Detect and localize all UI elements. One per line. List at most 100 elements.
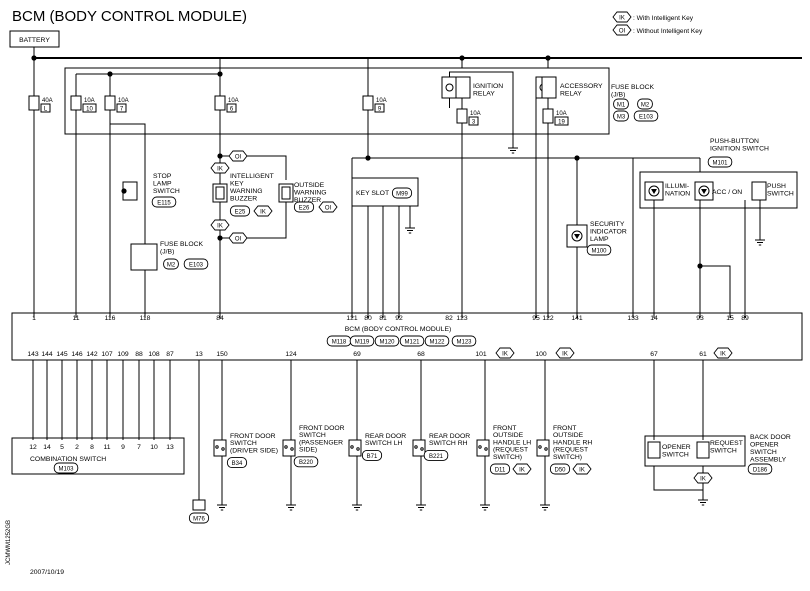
fuse-9-amp: 10A [376, 98, 387, 104]
ignition-relay-top [449, 71, 462, 77]
security-label: SECURITY [590, 221, 625, 228]
bcm-top-pin-118: 118 [140, 315, 151, 322]
door-switch-1 [282, 439, 296, 457]
fuse-7 [104, 95, 116, 111]
door-switch-1-pt2 [290, 447, 294, 451]
door-conn-0 [226, 457, 248, 469]
push-button-box [639, 171, 798, 209]
fuse-block-mid-conn-m2-text: M2 [167, 262, 176, 268]
bcm-bottom-pin-107: 107 [101, 351, 113, 358]
legend-ik-text: : With Intelligent Key [633, 15, 694, 22]
door-switch-3-pt2 [420, 447, 424, 451]
ground-terminal [192, 499, 206, 511]
fuse-9-num: 9 [378, 106, 382, 112]
stop-lamp-label: SWITCH [153, 188, 180, 195]
oi-tag-top-text: OI [235, 154, 242, 160]
ik-buzzer-conn [229, 205, 251, 217]
bcm-conn-m123 [451, 335, 477, 347]
door-switch-3-pt [414, 445, 418, 449]
illumination-label: ILLUMI- [665, 183, 689, 190]
fuse-6 [214, 95, 226, 111]
fuse-block-conn-m2-text: M2 [641, 102, 650, 108]
ignition-relay-switch [455, 76, 471, 99]
door-switch-2-pt2 [356, 447, 360, 451]
bcm-bottom-pin-101: 101 [475, 351, 487, 358]
battery-box [9, 30, 60, 48]
door-switch-3 [412, 439, 426, 457]
fuse-40a-amp: 40A [42, 98, 53, 104]
fuse-6-num: 6 [230, 106, 234, 112]
stop-lamp-label: STOP [153, 173, 172, 180]
opener-switch-label: SWITCH [662, 452, 689, 459]
fuse-block-conn-m1 [613, 98, 629, 110]
back-door-conn-text: D186 [753, 467, 768, 473]
oi-branch-bottom [220, 202, 287, 239]
ik-tag-bottom-text: IK [217, 223, 223, 229]
bcm-bottom-pin-108: 108 [148, 351, 160, 358]
security-conn [586, 244, 612, 256]
bcm-bottom-pin-69: 69 [353, 351, 361, 358]
door-switch-label-4: (REQUEST [493, 447, 528, 454]
illumination-label: NATION [665, 191, 690, 198]
opener-switch-box [647, 441, 661, 459]
door-switch-2-pt [350, 445, 354, 449]
back-door-label: OPENER [750, 442, 779, 449]
bcm-top-pin-14: 14 [650, 315, 658, 322]
ik-tag-top [210, 162, 230, 174]
bcm-bottom-pin-142: 142 [86, 351, 98, 358]
bcm-top-pin-116: 116 [105, 315, 116, 322]
push-button-conn-text: M101 [712, 160, 728, 166]
fuse-19-amp: 10A [556, 111, 567, 117]
fuse-19-num-box [554, 116, 569, 126]
request-switch-box [696, 441, 710, 459]
fuse-3-num: 3 [472, 119, 476, 125]
outside-buzzer-inner [281, 186, 291, 200]
accessory-relay-label: ACCESSORY [560, 83, 603, 90]
combination-switch-label: COMBINATION SWITCH [30, 456, 106, 463]
fuse-block-mid-conn-e103 [183, 258, 209, 270]
bcm-top-pin-89: 89 [741, 315, 749, 322]
outside-buzzer-conn [293, 201, 315, 213]
door-tag-4-text: IK [519, 467, 525, 473]
fuse-3 [456, 108, 468, 124]
bcm-bottom-pin-146: 146 [71, 351, 83, 358]
ik-tag-bottom [210, 219, 230, 231]
door-switch-4-pt [478, 445, 482, 449]
door-conn-4-text: D11 [495, 467, 506, 473]
ik-buzzer-label: KEY [230, 181, 244, 188]
bcm-conn-m122-text: M122 [429, 339, 445, 345]
back-door-label: SWITCH [750, 449, 777, 456]
bcm-top-pin-121: 121 [346, 315, 358, 322]
bcm-top-pin-93: 93 [696, 315, 704, 322]
fuse-block-conn-m3-text: M3 [617, 114, 626, 120]
security-label: INDICATOR [590, 229, 627, 236]
labels: BCM (BODY CONTROL MODULE)IK: With Intell… [6, 8, 794, 576]
door-switch-label-5: FRONT [553, 425, 576, 432]
pin100-ik-tag-text: IK [562, 351, 568, 357]
bcm-bottom-pin-124: 124 [285, 351, 297, 358]
request-switch-label: REQUEST [710, 440, 743, 447]
door-switch-label-5: OUTSIDE [553, 432, 584, 439]
legend-ik-tag [612, 11, 632, 23]
stop-lamp-label: LAMP [153, 181, 172, 188]
components [9, 11, 803, 524]
ik-buzzer-conn-text: E25 [235, 209, 246, 215]
bcm-conn-m118-text: M118 [332, 339, 347, 345]
comb-pin-13: 13 [166, 444, 174, 451]
pin101-ik-tag-text: IK [502, 351, 508, 357]
door-switch-0 [213, 439, 227, 457]
relay-ground-wire [449, 71, 514, 148]
door-switch-label-4: HANDLE LH [493, 439, 531, 446]
security-label: LAMP [590, 236, 609, 243]
acc-on-label: ACC / ON [712, 189, 742, 196]
legend-ik-tag-text: IK [619, 15, 625, 21]
door-conn-0-text: B34 [232, 461, 243, 467]
fuse-3-amp: 10A [470, 111, 481, 117]
fuse-block-top-label: FUSE BLOCK [611, 84, 655, 91]
door-switch-label-3: SWITCH RH [429, 440, 468, 447]
oi-tag-top [228, 150, 248, 162]
stop-lamp-conn-text: E115 [157, 200, 171, 206]
key-slot-conn [391, 187, 413, 199]
door-tag-5-text: IK [579, 467, 585, 473]
ik-tag-top-text: IK [217, 166, 223, 172]
